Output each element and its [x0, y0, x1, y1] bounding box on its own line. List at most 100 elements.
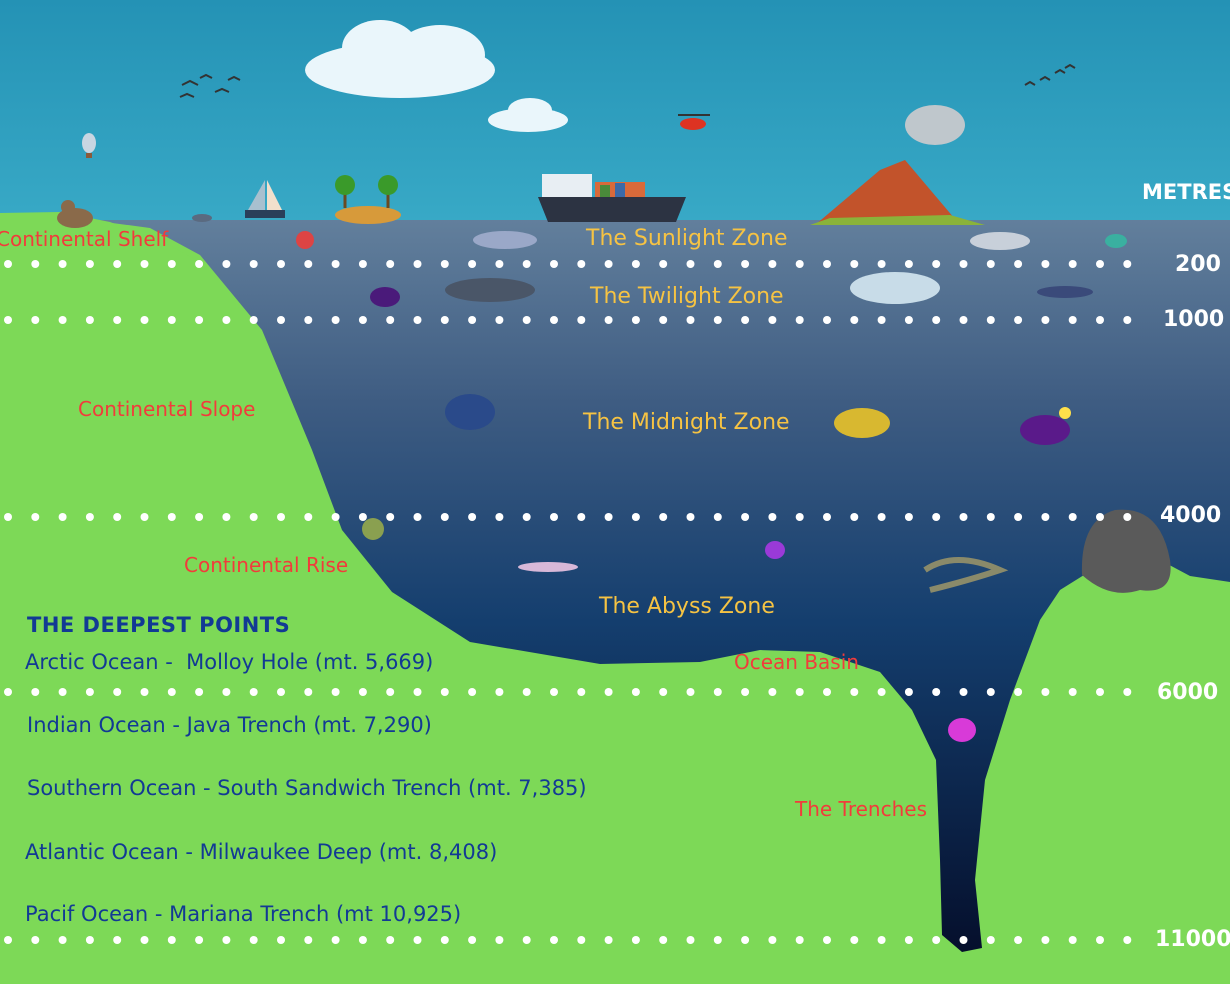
- depth-dot: [277, 688, 285, 696]
- ocean-water: [90, 220, 1230, 952]
- island-icon: [335, 175, 401, 224]
- depth-dot: [195, 936, 204, 944]
- depth-dot: [1123, 936, 1132, 944]
- landform-trenches: The Trenches: [795, 797, 927, 821]
- depth-dot: [495, 260, 504, 268]
- depth-dot: [877, 316, 886, 324]
- tuna-icon: [473, 231, 537, 249]
- depth-dot: [1014, 936, 1023, 944]
- depth-dot: [1041, 316, 1050, 324]
- depth-dot: [440, 316, 449, 324]
- depth-dot: [249, 513, 258, 521]
- depth-dot: [413, 513, 422, 521]
- depth-dot: [113, 688, 122, 696]
- depth-dot: [1041, 260, 1050, 268]
- depth-dot: [413, 260, 422, 268]
- depth-dot: [386, 316, 395, 324]
- depth-dot: [1068, 688, 1077, 696]
- depth-dot: [1014, 688, 1023, 696]
- depth-dot: [140, 513, 149, 521]
- depth-dot: [31, 936, 40, 944]
- depth-dot: [495, 688, 504, 696]
- depth-dot: [932, 936, 941, 944]
- depth-dot: [904, 936, 913, 944]
- depth-dot: [468, 316, 477, 324]
- deepest-point-item: Southern Ocean - South Sandwich Trench (…: [27, 776, 587, 800]
- sailboat-icon: [245, 180, 285, 218]
- depth-dot: [577, 936, 586, 944]
- depth-dot: [167, 688, 176, 696]
- depth-dot: [1123, 316, 1132, 324]
- depth-dot: [1068, 316, 1077, 324]
- depth-dot: [932, 260, 941, 268]
- depth-dot: [604, 513, 613, 521]
- depth-dot: [1123, 513, 1132, 521]
- rock-icon: [1081, 509, 1171, 593]
- depth-label-200: 200: [1175, 252, 1221, 277]
- depth-dot: [358, 260, 367, 268]
- depth-dot: [386, 688, 395, 696]
- depth-dot: [195, 260, 204, 268]
- depth-dot: [959, 316, 968, 324]
- depth-dot: [440, 936, 449, 944]
- depth-dot: [1068, 936, 1077, 944]
- depth-dot: [686, 688, 695, 696]
- anglerfish-icon: [370, 287, 400, 307]
- depth-dot: [741, 688, 750, 696]
- viperfish-icon: [518, 562, 578, 572]
- depth-dot: [850, 316, 859, 324]
- depth-dot: [413, 316, 422, 324]
- depth-dot: [604, 688, 613, 696]
- depth-dot: [4, 688, 12, 696]
- sponge-icon: [362, 518, 384, 540]
- depth-dot: [167, 936, 176, 944]
- depth-label-11000: 11000: [1155, 927, 1230, 952]
- depth-dot: [468, 260, 477, 268]
- depth-dot: [1014, 513, 1023, 521]
- zone-sunlight: The Sunlight Zone: [586, 226, 788, 251]
- depth-dot: [659, 316, 668, 324]
- depth-dot: [1068, 513, 1077, 521]
- depth-dot: [58, 688, 67, 696]
- depth-dot: [1096, 316, 1104, 324]
- depth-dot: [877, 936, 886, 944]
- depth-dot: [304, 316, 313, 324]
- depth-dot: [686, 936, 695, 944]
- depth-dot: [58, 316, 67, 324]
- depth-dot: [604, 260, 613, 268]
- depth-dot: [904, 688, 913, 696]
- deepest-point-item: Pacif Ocean - Mariana Trench (mt 10,925): [25, 902, 462, 926]
- landform-continental-rise: Continental Rise: [184, 553, 349, 577]
- depth-dot: [604, 316, 613, 324]
- cloud-icon: [305, 20, 568, 132]
- depth-dot: [195, 688, 204, 696]
- depth-dot: [167, 513, 176, 521]
- depth-dot: [386, 513, 395, 521]
- depth-dot: [85, 513, 94, 521]
- depth-dot: [85, 936, 94, 944]
- depth-dot: [249, 688, 258, 696]
- depth-dot: [795, 513, 804, 521]
- depth-dot: [522, 260, 531, 268]
- depth-dot: [795, 688, 804, 696]
- depth-dot: [550, 688, 558, 696]
- depth-dot: [959, 513, 968, 521]
- depth-dot: [932, 513, 941, 521]
- helicopter-icon: [678, 114, 710, 130]
- depth-dot: [304, 936, 313, 944]
- deepest-point-item: Atlantic Ocean - Milwaukee Deep (mt. 8,4…: [25, 840, 498, 864]
- depth-dot: [167, 316, 176, 324]
- depth-dot: [823, 688, 831, 696]
- depth-dot: [440, 260, 449, 268]
- depth-dot: [358, 316, 367, 324]
- depth-dot: [577, 513, 586, 521]
- depth-dot: [1096, 513, 1104, 521]
- depth-dot: [713, 316, 722, 324]
- depth-dot: [31, 513, 40, 521]
- depth-dot: [741, 260, 750, 268]
- depth-dot: [58, 936, 67, 944]
- depth-dot: [386, 936, 395, 944]
- anglerfish-icon: [1020, 415, 1070, 445]
- depth-dot: [58, 513, 67, 521]
- depth-dot: [413, 936, 422, 944]
